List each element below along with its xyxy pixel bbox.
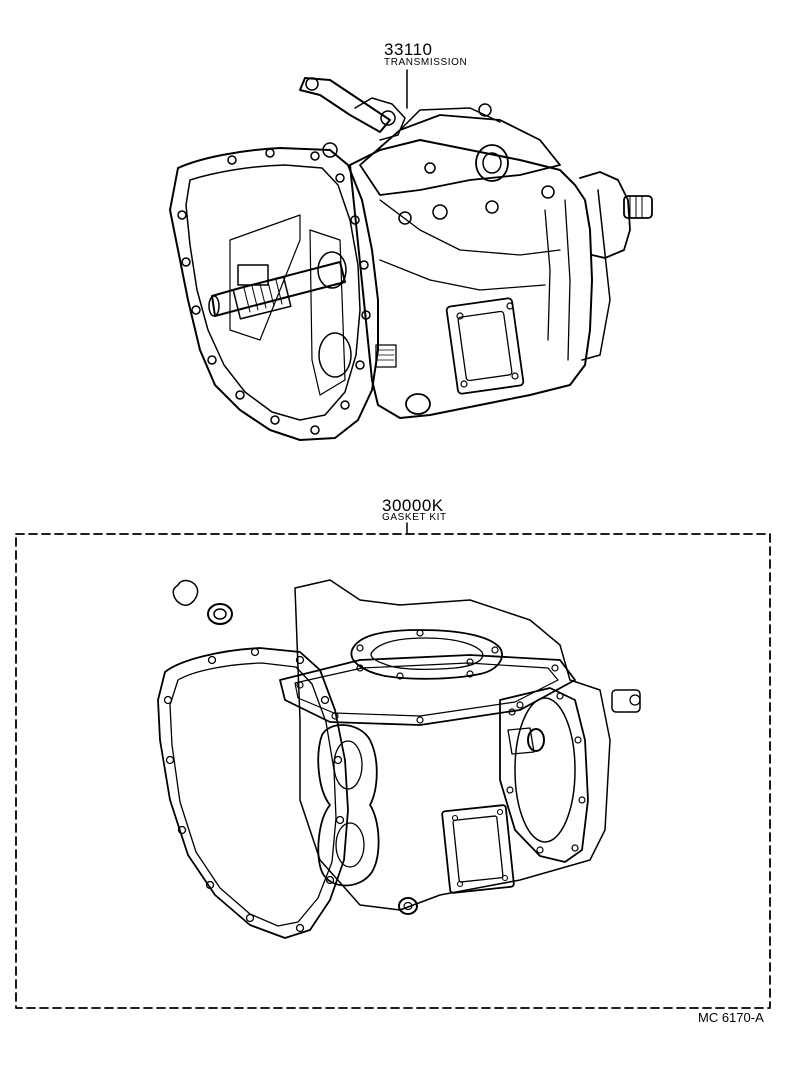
transmission-drawing: [169, 69, 653, 441]
gasket-kit-part-number: 30000K: [382, 496, 444, 515]
transmission-part-number: 33110: [384, 40, 433, 59]
diagram-reference-code: MC 6170-A: [698, 1010, 764, 1025]
gasket-kit-drawing: [15, 522, 771, 1009]
transmission-part-name: TRANSMISSION: [384, 57, 468, 68]
gasket-kit-part-name: GASKET KIT: [382, 512, 447, 523]
